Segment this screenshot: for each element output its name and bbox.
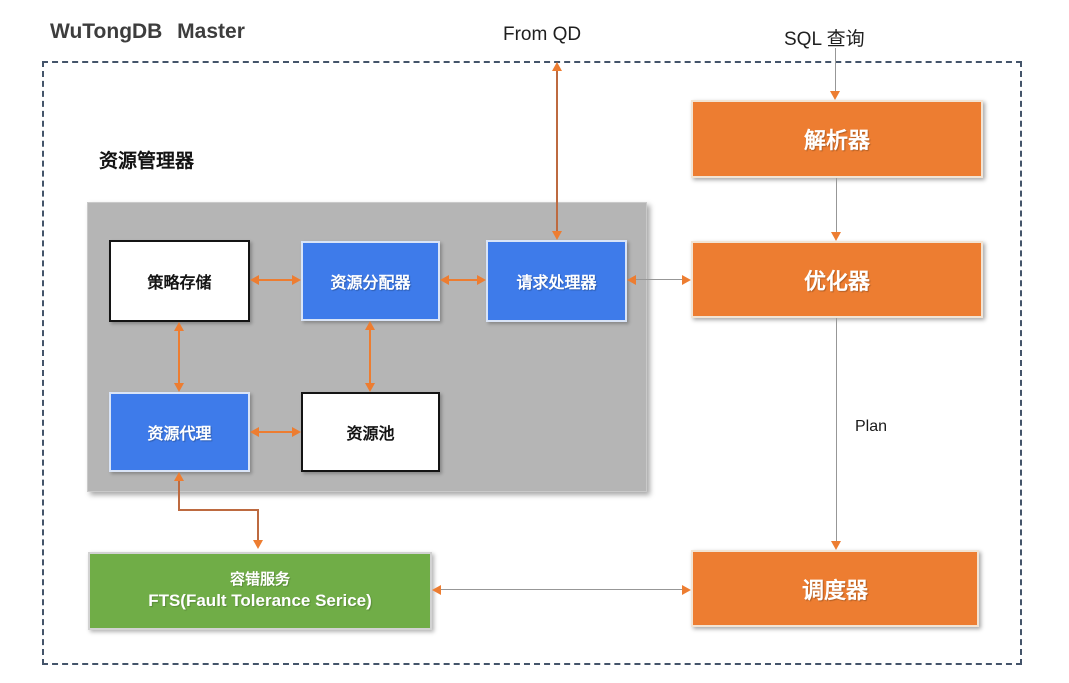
arrow-sql-to-parser-head: [830, 91, 840, 100]
arrow-sql-to-parser-line: [835, 48, 836, 92]
resource-allocator-node: 资源分配器: [301, 241, 440, 321]
request-handler-node: 请求处理器: [486, 240, 627, 322]
master-boundary: [42, 61, 1022, 665]
arrow-agent-pool-head-right: [292, 427, 301, 437]
arrow-plan-head: [831, 541, 841, 550]
arrow-fts-scheduler-line: [439, 589, 685, 590]
resource-agent-node: 资源代理: [109, 392, 250, 472]
arrow-policy-allocator-head-right: [292, 275, 301, 285]
fts-label-en: FTS(Fault Tolerance Serice): [148, 590, 372, 610]
arrow-policy-agent-head-up: [174, 322, 184, 331]
arrow-parser-optimizer-head: [831, 232, 841, 241]
diagram-title: WuTongDB Master: [50, 20, 245, 43]
arrow-policy-allocator-head-left: [250, 275, 259, 285]
resource-pool-node: 资源池: [301, 392, 440, 472]
arrow-policy-agent-line: [178, 329, 180, 386]
plan-label: Plan: [855, 418, 888, 435]
arrow-policy-allocator-line: [257, 279, 294, 281]
arrow-agent-pool-line: [257, 431, 294, 433]
arrow-parser-optimizer-line: [836, 178, 837, 233]
resource-manager-label: 资源管理器: [99, 151, 195, 172]
arrow-allocator-handler-line: [447, 279, 479, 281]
arrow-agent-fts-head-down: [253, 540, 263, 549]
fts-node: 容错服务 FTS(Fault Tolerance Serice): [88, 552, 432, 630]
sql-query-label: SQL 查询: [784, 29, 865, 50]
arrow-plan-line: [836, 318, 837, 541]
arrow-policy-agent-head-down: [174, 383, 184, 392]
arrow-allocator-handler-head-right: [477, 275, 486, 285]
arrow-handler-optimizer-head-left: [627, 275, 636, 285]
fts-label-cn: 容错服务: [229, 571, 290, 588]
arrow-allocator-handler-head-left: [440, 275, 449, 285]
arrow-allocator-pool-head-up: [365, 321, 375, 330]
arrow-handler-optimizer-line: [634, 279, 684, 280]
arrow-allocator-pool-line: [369, 328, 371, 386]
scheduler-node: 调度器: [691, 550, 979, 627]
from-qd-label: From QD: [503, 24, 582, 45]
arrow-fromqd-line: [556, 68, 558, 234]
arrow-agent-fts-h: [178, 509, 259, 511]
arrow-fromqd-head-down: [552, 231, 562, 240]
arrow-fts-scheduler-head-right: [682, 585, 691, 595]
arrow-agent-fts-v2: [257, 509, 259, 540]
arrow-agent-pool-head-left: [250, 427, 259, 437]
arrow-allocator-pool-head-down: [365, 383, 375, 392]
arrow-fromqd-head-up: [552, 62, 562, 71]
optimizer-node: 优化器: [691, 241, 983, 318]
arrow-agent-fts-v1: [178, 479, 180, 511]
arrow-handler-optimizer-head-right: [682, 275, 691, 285]
arrow-agent-fts-head-up: [174, 472, 184, 481]
parser-node: 解析器: [691, 100, 983, 178]
arrow-fts-scheduler-head-left: [432, 585, 441, 595]
policy-store-node: 策略存储: [109, 240, 250, 322]
